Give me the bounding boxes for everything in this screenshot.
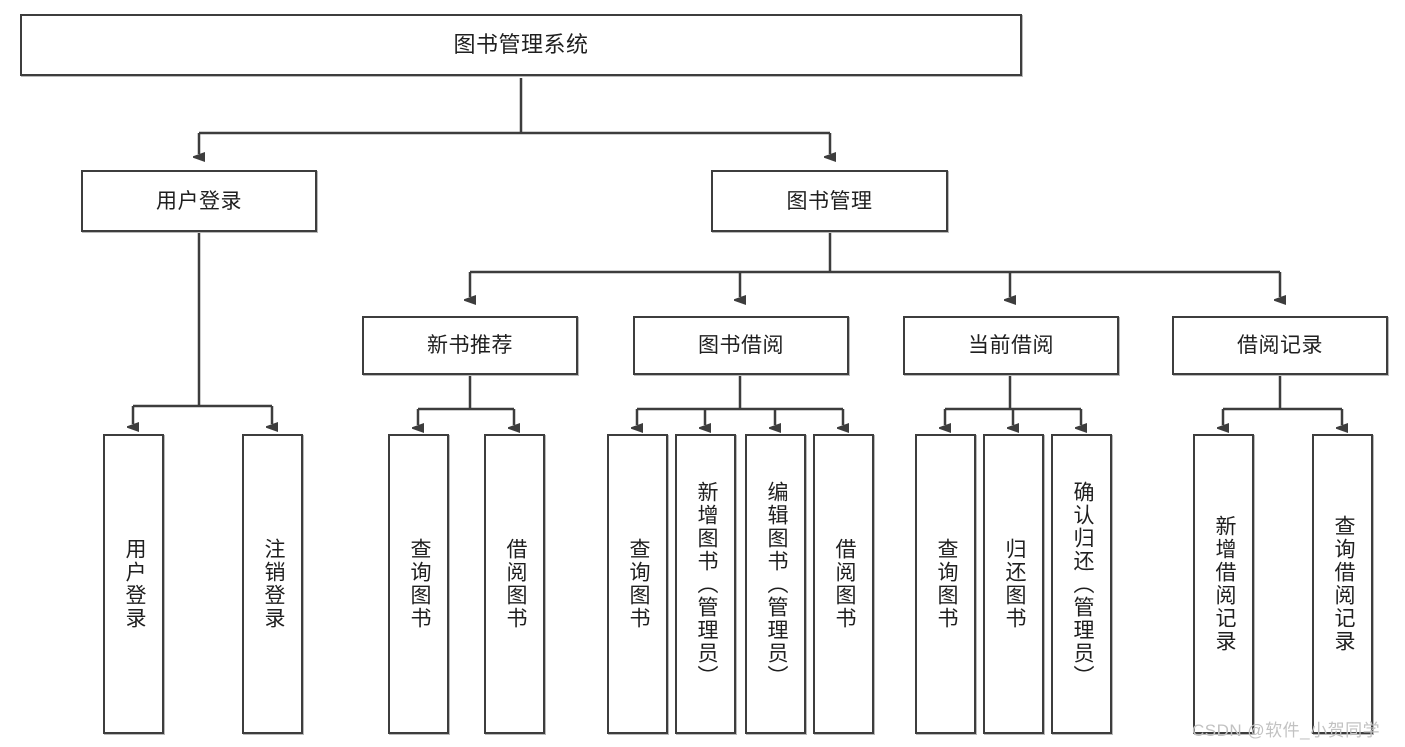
node-leaf-query-book-2[interactable]: 查询图书 xyxy=(607,434,668,734)
node-leaf-logout-login[interactable]: 注销登录 xyxy=(242,434,303,734)
node-leaf-user-login[interactable]: 用户登录 xyxy=(103,434,164,734)
node-label: 借阅图书 xyxy=(503,538,527,630)
node-label: 图书借阅 xyxy=(698,334,784,357)
node-book-manage[interactable]: 图书管理 xyxy=(711,170,948,232)
node-leaf-query-borrow-record[interactable]: 查询借阅记录 xyxy=(1312,434,1373,734)
node-new-book-recommend[interactable]: 新书推荐 xyxy=(362,316,578,375)
node-label: 注销登录 xyxy=(261,538,285,630)
node-leaf-query-book-3[interactable]: 查询图书 xyxy=(915,434,976,734)
node-leaf-borrow-book-1[interactable]: 借阅图书 xyxy=(484,434,545,734)
node-label: 新增借阅记录 xyxy=(1212,515,1236,653)
node-label: 当前借阅 xyxy=(968,334,1054,357)
node-leaf-add-borrow-record[interactable]: 新增借阅记录 xyxy=(1193,434,1254,734)
node-book-management-system[interactable]: 图书管理系统 xyxy=(20,14,1022,76)
node-leaf-query-book-1[interactable]: 查询图书 xyxy=(388,434,449,734)
node-label: 借阅记录 xyxy=(1237,334,1323,357)
node-label: 借阅图书 xyxy=(832,538,856,630)
node-current-borrow[interactable]: 当前借阅 xyxy=(903,316,1119,375)
node-label: 图书管理系统 xyxy=(453,32,589,57)
node-label: 查询借阅记录 xyxy=(1331,515,1355,653)
node-label: 用户登录 xyxy=(156,189,242,213)
node-label: 图书管理 xyxy=(786,189,873,213)
node-user-login[interactable]: 用户登录 xyxy=(81,170,317,232)
node-leaf-return-book[interactable]: 归还图书 xyxy=(983,434,1044,734)
node-label: 查询图书 xyxy=(407,538,431,630)
node-leaf-add-book[interactable]: 新增图书（管理员） xyxy=(675,434,736,734)
node-book-borrow[interactable]: 图书借阅 xyxy=(633,316,849,375)
node-label: 查询图书 xyxy=(934,538,958,630)
node-label: 新书推荐 xyxy=(427,334,513,357)
node-leaf-edit-book[interactable]: 编辑图书（管理员） xyxy=(745,434,806,734)
node-leaf-borrow-book-2[interactable]: 借阅图书 xyxy=(813,434,874,734)
node-label: 确认归还（管理员） xyxy=(1070,480,1094,688)
node-borrow-record[interactable]: 借阅记录 xyxy=(1172,316,1388,375)
node-label: 用户登录 xyxy=(122,538,146,630)
node-label: 新增图书（管理员） xyxy=(694,480,718,688)
node-label: 归还图书 xyxy=(1002,538,1026,630)
csdn-watermark: CSDN @软件_小贺同学 xyxy=(1192,721,1381,740)
node-label: 查询图书 xyxy=(626,538,650,630)
node-leaf-confirm-return[interactable]: 确认归还（管理员） xyxy=(1051,434,1112,734)
node-label: 编辑图书（管理员） xyxy=(764,480,788,688)
